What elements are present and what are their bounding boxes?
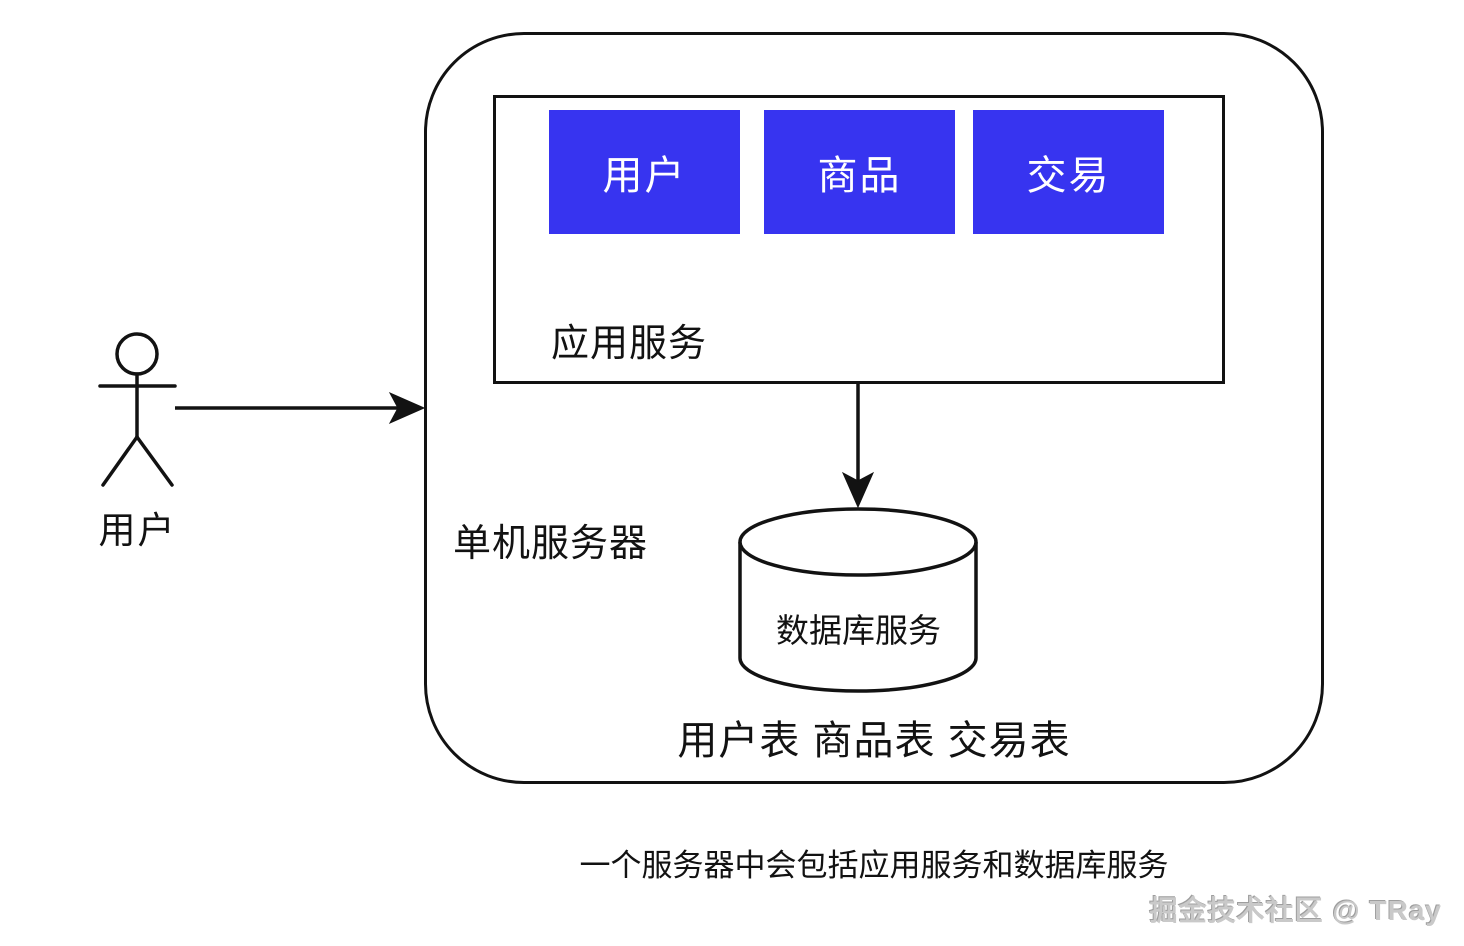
module-box-user: 用户 bbox=[549, 110, 740, 234]
diagram-caption: 一个服务器中会包括应用服务和数据库服务 bbox=[579, 848, 1169, 883]
module-label-product: 商品 bbox=[817, 154, 902, 198]
user-to-server-arrow bbox=[175, 391, 426, 425]
tables-label: 用户表 商品表 交易表 bbox=[677, 719, 1071, 763]
module-label-user: 用户 bbox=[602, 154, 687, 198]
actor-label: 用户 bbox=[98, 510, 177, 551]
module-box-product: 商品 bbox=[764, 110, 955, 234]
app-service-label: 应用服务 bbox=[551, 323, 708, 365]
watermark: 掘金技术社区 @ TRay bbox=[1149, 895, 1442, 926]
module-label-trade: 交易 bbox=[1026, 154, 1111, 198]
module-box-trade: 交易 bbox=[973, 110, 1164, 234]
user-actor-icon bbox=[98, 332, 177, 487]
database-label: 数据库服务 bbox=[776, 612, 941, 649]
server-label: 单机服务器 bbox=[453, 523, 649, 565]
